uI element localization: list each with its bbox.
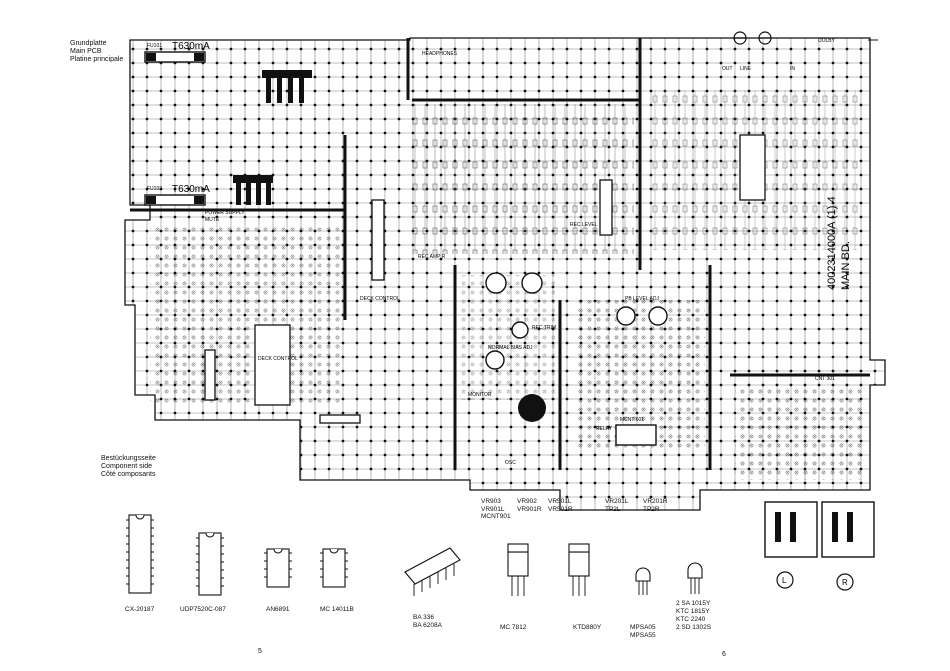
side-label-fr: Côté composants: [101, 471, 156, 478]
left-callout-text: L: [782, 576, 787, 585]
right-channel-marker: [836, 573, 854, 591]
relay-contacts: [775, 512, 853, 542]
pkg-label-2sa1015: 2 SA 1015Y KTC 1815Y KTC 2240 2 SD 1302S: [676, 600, 712, 631]
right-callout-text: R: [842, 578, 848, 587]
label-rec-amp: REC AMP R: [418, 254, 446, 260]
output-section: [735, 385, 865, 480]
side-label-de: Bestückungsseite: [101, 455, 156, 462]
pkg-label-mc7812: MC 7812: [500, 624, 527, 631]
title-de: Grundplatte: [70, 40, 107, 47]
package-drawings: [128, 514, 703, 596]
label-power-supply: POWER SUPPLY: [205, 210, 245, 216]
pkg-dip-cx20187: [128, 514, 152, 594]
heatsinks: [233, 70, 312, 205]
label-out: OUT: [722, 66, 733, 72]
label-cnt301: CNT 301: [815, 376, 835, 382]
title-fr: Platine principale: [70, 56, 124, 63]
osc-coil: [518, 394, 546, 422]
label-monitor: MONITOR: [468, 392, 492, 398]
board-ics: [204, 134, 766, 424]
pkg-dip-mc14011: [322, 548, 346, 588]
pkg-label-cx20187: CX-20187: [125, 606, 155, 613]
pkg-label-an6891: AN6891: [266, 606, 290, 613]
title-en: Main PCB: [70, 48, 102, 55]
label-normal-bias: NORMAL BIAS ADJ: [488, 345, 533, 351]
fuse-2-ref: FU102: [147, 186, 162, 192]
page-number-left: 5: [258, 648, 262, 655]
fuse-holders: [144, 51, 206, 206]
page-number-right: 6: [722, 651, 726, 658]
section-labels: HEADPHONES POWER SUPPLY MUTE DECK CONTRO…: [205, 38, 836, 466]
title-block: Grundplatte Main PCB Platine principale: [70, 40, 123, 64]
board-id-text: 4002314000A (1) 4: [826, 196, 838, 290]
pkg-sip-ba336: [404, 547, 461, 585]
label-dolby: DOLBY: [818, 38, 836, 44]
pkg-label-mc14011: MC 14011B: [320, 606, 354, 613]
pkg-dip-an6891: [266, 548, 290, 588]
label-headphones: HEADPHONES: [422, 51, 458, 57]
label-deck-control-ic: DECK CONTROL: [258, 356, 298, 362]
deck-control-section: [150, 225, 340, 405]
pkg-label-ba336: BA 336 BA 6208A: [413, 614, 442, 629]
rec-amp-section: [412, 104, 634, 254]
pkg-to220-ktd880: [568, 551, 590, 577]
fuse-1-ref: FU101: [147, 43, 162, 49]
pkg-to220-mc7812: [507, 551, 529, 577]
jack-symbols: [733, 31, 772, 45]
bias-section: [460, 275, 555, 400]
label-pb-level-adj: PB LEVEL ADJ: [625, 296, 659, 302]
left-channel-marker: [776, 571, 794, 589]
pkg-to92-2sa1015: [687, 562, 703, 579]
component-side-legend: Bestückungsseite Component side Côté com…: [101, 455, 156, 479]
label-deck-control: DECK CONTROL: [360, 296, 400, 302]
pkg-label-udp7520: UDP7520C-087: [180, 606, 226, 613]
label-in: IN: [790, 66, 795, 72]
pkg-label-ktd880: KTD880Y: [573, 624, 602, 631]
label-mcnt: MCNT 601: [620, 417, 644, 423]
fuse-2-label: T630mA: [172, 184, 210, 195]
fuse-1-label: T630mA: [172, 41, 210, 52]
pkg-to92-mpsa05: [635, 567, 651, 582]
label-mute: MUTE: [205, 217, 220, 223]
label-relay: RELAY: [596, 426, 613, 432]
label-line: LINE: [740, 66, 752, 72]
potentiometers: [485, 272, 668, 370]
package-pins: [126, 519, 700, 596]
pkg-label-mpsa05: MPSA05 MPSA55: [630, 624, 656, 639]
side-label-en: Component side: [101, 463, 152, 470]
board-name-text: MAIN BD.: [840, 241, 852, 290]
pkg-dip-udp7520: [198, 532, 222, 596]
label-rec-level: REC LEVEL: [570, 222, 598, 228]
label-rec-trim: REC TRIM: [532, 325, 556, 331]
board-dividers: [130, 38, 870, 470]
label-osc: OSC: [505, 460, 516, 466]
